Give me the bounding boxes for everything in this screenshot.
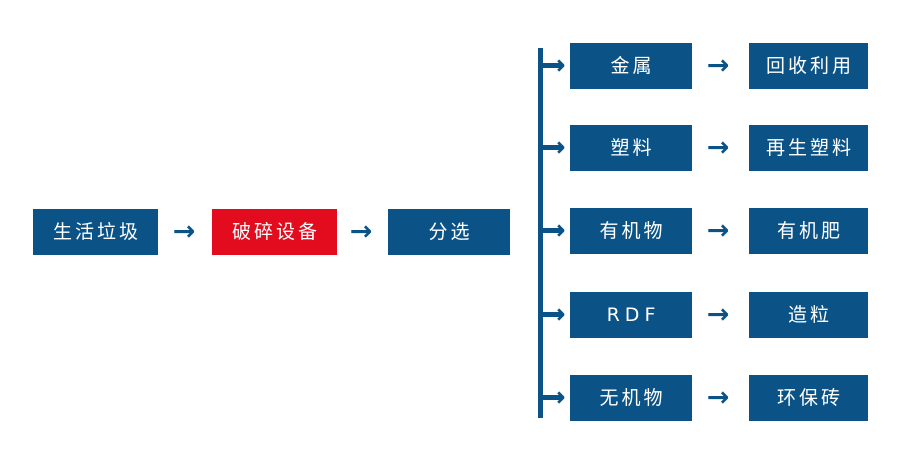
node-product-recycled-plastic[interactable]: 再生塑料 <box>749 125 868 171</box>
arrow-right-icon: → <box>706 132 730 163</box>
arrow-right-icon: → <box>706 382 730 413</box>
node-material-organic[interactable]: 有机物 <box>570 208 692 254</box>
branch-stub <box>538 145 560 150</box>
node-main-sorting[interactable]: 分选 <box>388 209 510 255</box>
branch-arrow-right-icon: → <box>543 215 566 246</box>
node-product-recycling[interactable]: 回收利用 <box>749 43 868 89</box>
arrow-right-icon: → <box>349 216 373 247</box>
branch-stub <box>538 312 560 317</box>
node-material-inorganic[interactable]: 无机物 <box>570 375 692 421</box>
node-material-metal[interactable]: 金属 <box>570 43 692 89</box>
branch-stub <box>538 63 560 68</box>
arrow-right-icon: → <box>706 299 730 330</box>
arrow-right-icon: → <box>706 50 730 81</box>
branch-arrow-right-icon: → <box>543 299 566 330</box>
node-main-input[interactable]: 生活垃圾 <box>33 209 158 255</box>
arrow-right-icon: → <box>172 216 196 247</box>
node-product-granulation[interactable]: 造粒 <box>749 292 868 338</box>
branch-stub <box>538 228 560 233</box>
node-main-crusher[interactable]: 破碎设备 <box>212 209 337 255</box>
branch-arrow-right-icon: → <box>543 132 566 163</box>
node-material-rdf[interactable]: RDF <box>570 292 692 338</box>
arrow-right-icon: → <box>706 215 730 246</box>
branch-arrow-right-icon: → <box>543 382 566 413</box>
branch-stub <box>538 395 560 400</box>
trunk-vertical-line <box>538 48 543 418</box>
branch-arrow-right-icon: → <box>543 50 566 81</box>
node-product-eco-brick[interactable]: 环保砖 <box>749 375 868 421</box>
node-material-plastic[interactable]: 塑料 <box>570 125 692 171</box>
node-product-organic-fertilizer[interactable]: 有机肥 <box>749 208 868 254</box>
